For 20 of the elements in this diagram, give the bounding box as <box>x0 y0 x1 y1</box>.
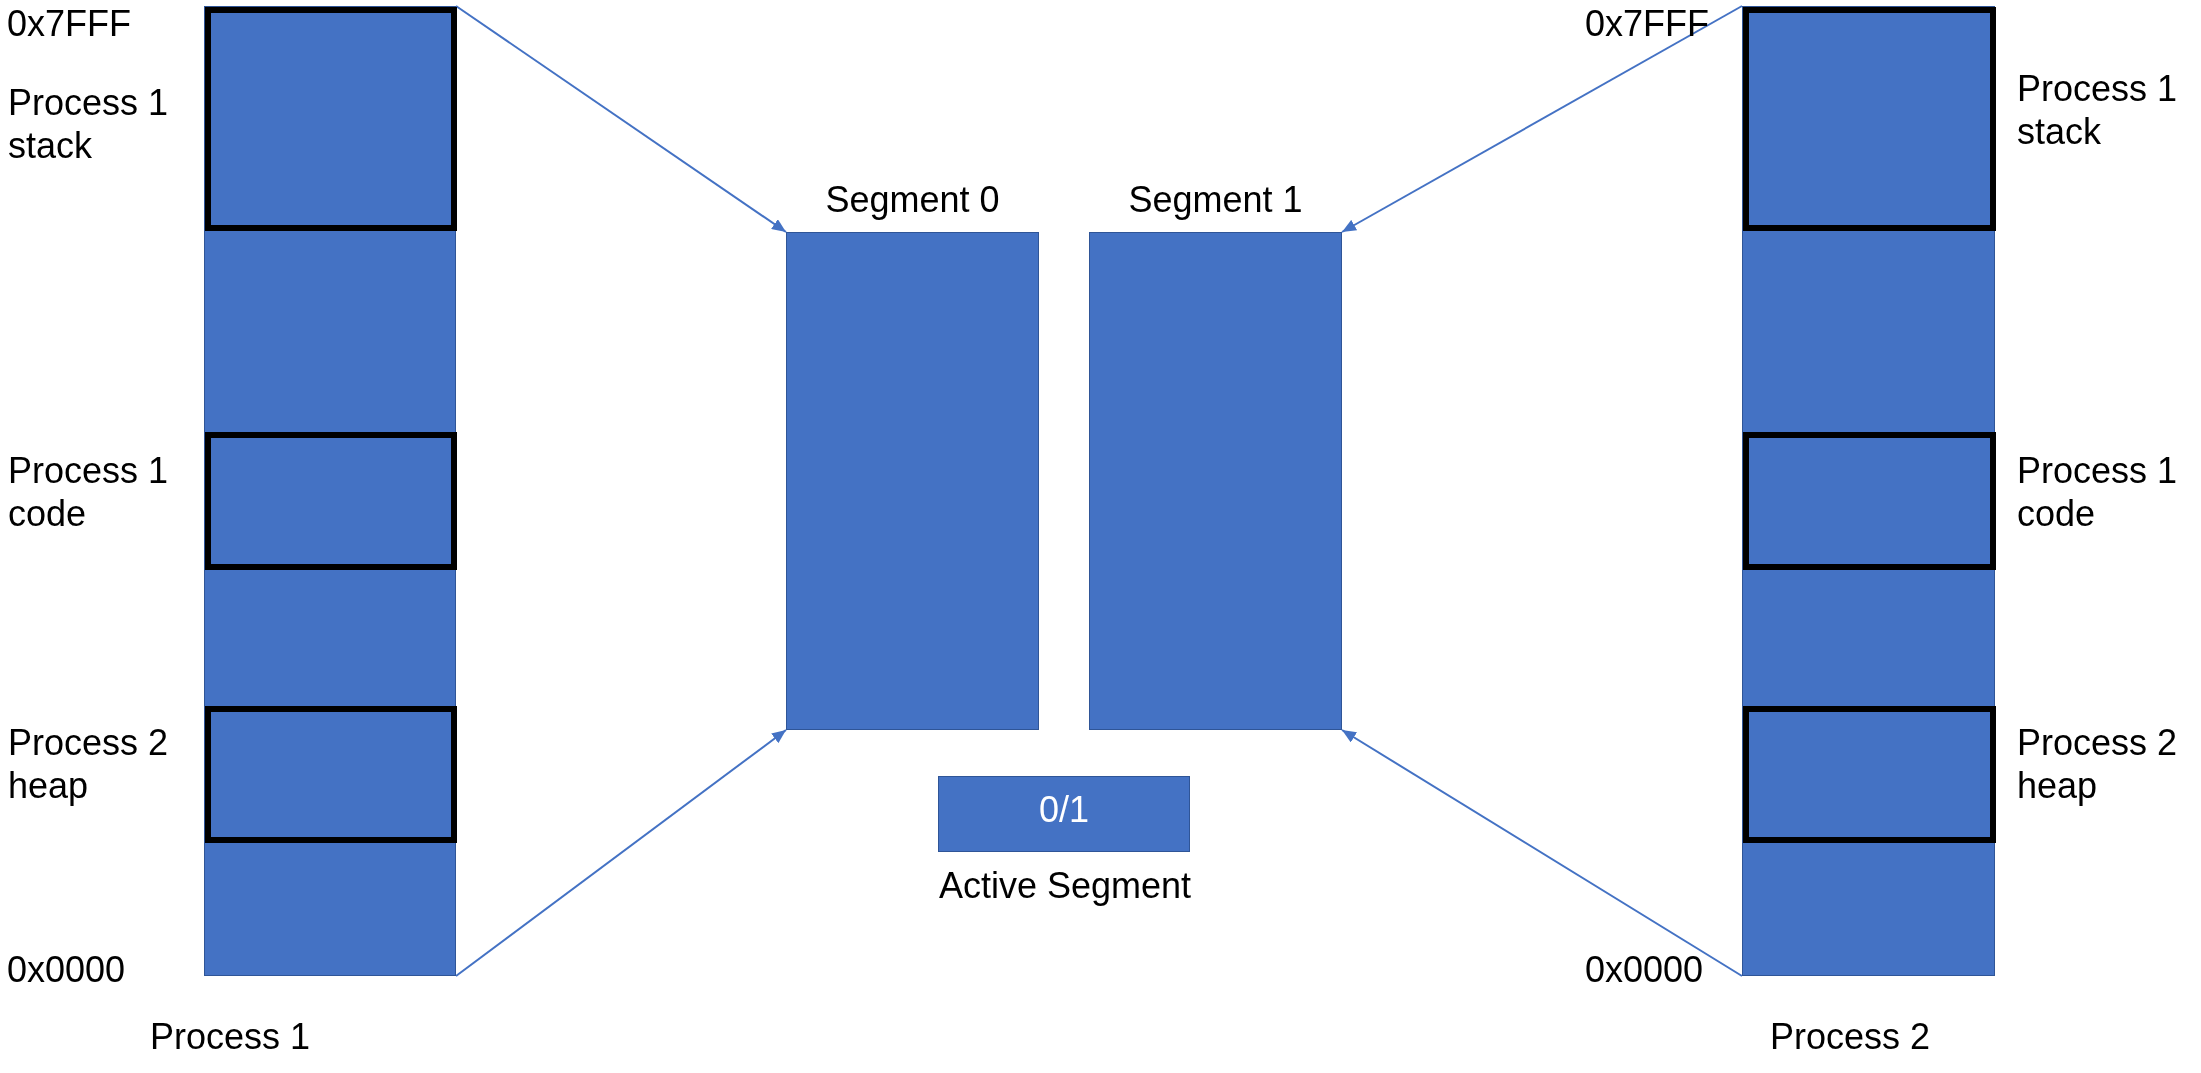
address-label: 0x0000 <box>7 948 127 992</box>
arrow <box>1341 5 1743 233</box>
arrow <box>1341 729 1743 977</box>
column-title: Process 2 <box>1770 1015 1932 1059</box>
column-title: Process 1 <box>150 1015 312 1059</box>
region-label: Process 2 heap <box>2017 721 2179 808</box>
region-label: Process 1 stack <box>2017 67 2179 154</box>
arrow <box>455 5 787 233</box>
segment-label: Segment 0 <box>824 178 1001 222</box>
register-value: 0/1 <box>1037 788 1090 832</box>
arrow <box>455 729 787 977</box>
address-label: 0x7FFF <box>1585 2 1710 46</box>
region-label: Process 1 code <box>2017 449 2179 536</box>
region-label: Process 2 heap <box>8 721 170 808</box>
region-label: Process 1 code <box>8 449 170 536</box>
region-label: Process 1 stack <box>8 81 170 168</box>
address-label: 0x0000 <box>1585 948 1705 992</box>
address-label: 0x7FFF <box>7 2 132 46</box>
segment-label: Segment 1 <box>1127 178 1304 222</box>
register-label: Active Segment <box>937 864 1193 908</box>
